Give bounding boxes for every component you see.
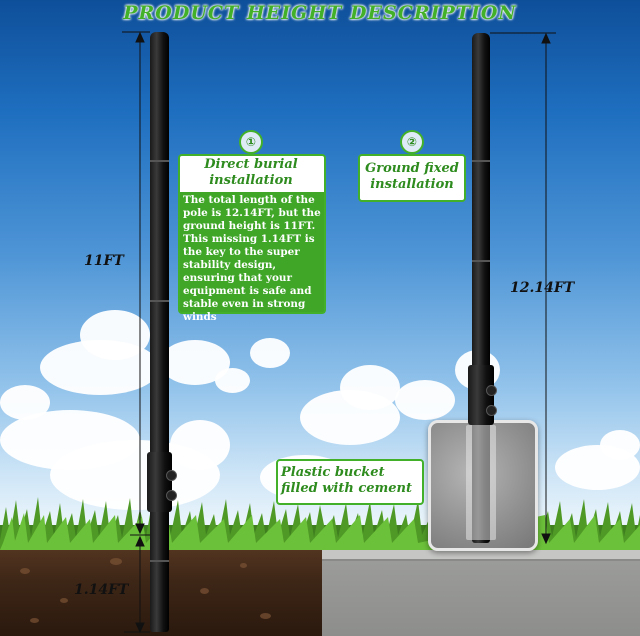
- step-number-2: ②: [400, 130, 424, 154]
- dimension-label-above-ground: 11FT: [84, 253, 124, 269]
- dimension-label-below-ground: 1.14FT: [74, 582, 129, 598]
- option-description-direct-burial: The total length of the pole is 12.14FT,…: [183, 194, 321, 323]
- option-heading-direct-burial: Direct burial installation: [204, 157, 298, 188]
- bucket-note-card: Plastic bucket filled with cement: [276, 459, 424, 505]
- option-heading-ground-fixed: Ground fixed installation: [365, 161, 459, 192]
- step-number-1: ①: [239, 130, 263, 154]
- bucket-note-text: Plastic bucket filled with cement: [281, 465, 412, 496]
- clamp-knob: [486, 405, 497, 416]
- option-card-ground-fixed: Ground fixed installation: [358, 154, 466, 202]
- option-card-direct-burial: Direct burial installation The total len…: [178, 154, 326, 323]
- clamp-knob: [166, 470, 177, 481]
- clamp-knob: [486, 385, 497, 396]
- page-title: PRODUCT HEIGHT DESCRIPTION: [123, 2, 517, 24]
- dimension-label-total: 12.14FT: [510, 280, 575, 296]
- clamp-knob: [166, 490, 177, 501]
